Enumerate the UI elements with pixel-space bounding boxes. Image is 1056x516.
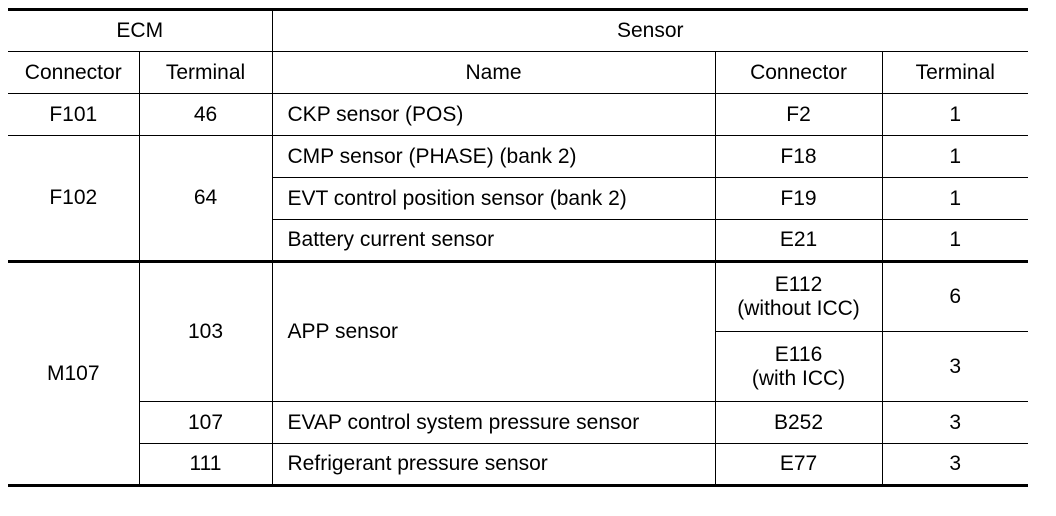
ecm-terminal-cell: 64	[138, 135, 273, 262]
table-row: F102 64 CMP sensor (PHASE) (bank 2) F18 …	[8, 135, 1029, 262]
sensor-terminal-cell: 3	[881, 443, 1029, 487]
header-sensor: Sensor	[271, 8, 1029, 52]
table-row: 107 EVAP control system pressure sensor …	[8, 401, 1029, 444]
sensor-connector-cell: E116 (with ICC)	[714, 331, 883, 402]
sensor-connector-cell: F2	[714, 93, 883, 136]
sensor-name-cell: CMP sensor (PHASE) (bank 2)	[271, 135, 716, 178]
table-row: 111 Refrigerant pressure sensor E77 3	[8, 443, 1029, 487]
sensor-connector-code: E116	[774, 342, 823, 366]
sensor-terminal-cell: 3	[881, 401, 1029, 444]
sensor-terminal-cell: 3	[881, 331, 1029, 402]
sensor-terminal-cell: 1	[881, 135, 1029, 178]
sensor-name-cell: CKP sensor (POS)	[271, 93, 716, 136]
table-row: Battery current sensor E21 1	[8, 219, 1029, 262]
header-row-columns: Connector Terminal Name Connector Termin…	[8, 51, 1029, 94]
header-ecm: ECM	[8, 8, 273, 52]
sensor-name-cell: Battery current sensor	[271, 219, 716, 262]
sensor-name-cell: EVAP control system pressure sensor	[271, 401, 716, 444]
sensor-connector-note: (without ICC)	[737, 297, 860, 320]
sensor-terminal-cell: 1	[881, 93, 1029, 136]
ecm-connector-cell: F102	[8, 135, 140, 262]
sensor-connector-cell: F19	[714, 177, 883, 220]
sensor-terminal-cell: 1	[881, 177, 1029, 220]
ecm-connector-cell: F101	[8, 93, 140, 136]
sensor-name-cell: EVT control position sensor (bank 2)	[271, 177, 716, 220]
ecm-sensor-table: ECM Sensor Connector Terminal Name Conne…	[8, 8, 1029, 487]
ecm-terminal-cell: 46	[138, 93, 273, 136]
table-row: F101 46 CKP sensor (POS) F2 1	[8, 93, 1029, 136]
ecm-terminal-cell: 107	[138, 401, 273, 444]
sensor-terminal-cell: 6	[881, 260, 1029, 332]
header-ecm-terminal: Terminal	[138, 51, 273, 94]
sensor-name-cell: APP sensor	[271, 260, 716, 402]
sensor-connector-cell: E112 (without ICC)	[714, 260, 883, 332]
ecm-terminal-cell: 103	[138, 260, 273, 402]
table-row: M107 103 APP sensor E112 (without ICC) 6	[8, 260, 1029, 487]
header-sensor-connector: Connector	[714, 51, 883, 94]
sensor-connector-cell: E77	[714, 443, 883, 487]
sensor-connector-cell: E21	[714, 219, 883, 262]
ecm-terminal-cell: 111	[138, 443, 273, 487]
header-ecm-connector: Connector	[8, 51, 140, 94]
sensor-name-cell: Refrigerant pressure sensor	[271, 443, 716, 487]
sensor-connector-cell: F18	[714, 135, 883, 178]
sensor-connector-code: E112	[774, 273, 823, 296]
sensor-terminal-cell: 1	[881, 219, 1029, 262]
sensor-connector-cell: B252	[714, 401, 883, 444]
ecm-connector-cell: M107	[8, 260, 140, 487]
header-row-group: ECM Sensor	[8, 8, 1029, 52]
sensor-connector-note: (with ICC)	[751, 366, 846, 390]
header-sensor-terminal: Terminal	[881, 51, 1029, 94]
header-sensor-name: Name	[271, 51, 716, 94]
